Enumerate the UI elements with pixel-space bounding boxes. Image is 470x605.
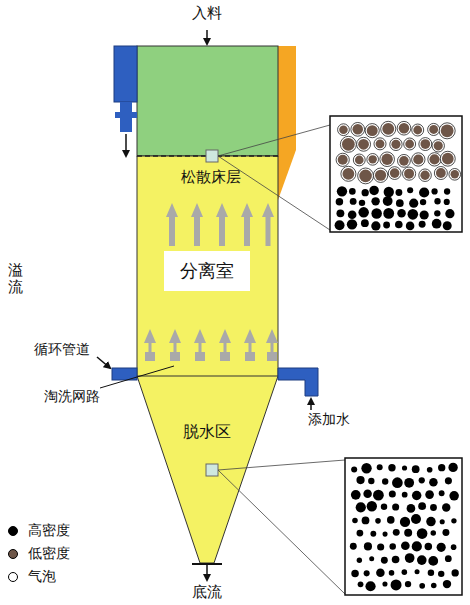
teeter-water-arrows xyxy=(145,336,277,361)
chamber-label-box: 分离室 xyxy=(164,251,250,291)
overflow-box xyxy=(114,46,137,102)
launder xyxy=(278,46,296,200)
bed-particles xyxy=(335,121,461,230)
chamber-label: 分离室 xyxy=(180,259,234,283)
legend-row: 低密度 xyxy=(8,545,70,563)
sample-point xyxy=(206,150,218,162)
overflow-pipe xyxy=(120,118,132,132)
leader-line xyxy=(218,460,345,470)
part-label: 淘洗网路 xyxy=(44,388,100,405)
underflow-outlet xyxy=(192,563,222,565)
bed-inset xyxy=(330,116,462,232)
legend-swatch xyxy=(8,572,18,582)
overflow-pipe xyxy=(120,102,132,112)
legend-row: 气泡 xyxy=(8,568,56,586)
part-label: 溢流 xyxy=(8,262,23,295)
legend-text: 气泡 xyxy=(28,568,56,586)
leader-line xyxy=(218,470,345,594)
part-label: 循环管道 xyxy=(34,341,90,358)
sample-point xyxy=(206,464,218,476)
underflow-arrow xyxy=(206,565,208,580)
legend-swatch xyxy=(8,549,18,559)
leader-line xyxy=(218,156,330,230)
leader-line xyxy=(100,366,174,388)
water-arrow xyxy=(310,399,312,410)
overflow-flange xyxy=(115,112,137,118)
dewater-particles xyxy=(350,463,459,592)
water-pipe xyxy=(278,368,318,396)
part-label: 底流 xyxy=(192,583,222,601)
dewater-inset xyxy=(345,458,462,595)
part-label: 添加水 xyxy=(308,411,350,428)
feed-arrow xyxy=(206,30,208,44)
part-label: 松散床层 xyxy=(181,168,241,186)
leader-line xyxy=(97,357,110,368)
overflow-arrow xyxy=(125,134,127,156)
legend-row: 高密度 xyxy=(8,522,70,540)
part-label: 入料 xyxy=(192,4,222,22)
part-label: 脱水区 xyxy=(183,422,231,441)
legend-text: 低密度 xyxy=(28,545,70,563)
leader-line xyxy=(218,125,330,156)
feed-zone xyxy=(137,46,278,156)
column-body xyxy=(137,156,278,563)
legend-text: 高密度 xyxy=(28,522,70,540)
legend-swatch xyxy=(8,526,18,536)
cone-joint xyxy=(137,376,278,377)
upflow-arrows xyxy=(172,210,268,246)
